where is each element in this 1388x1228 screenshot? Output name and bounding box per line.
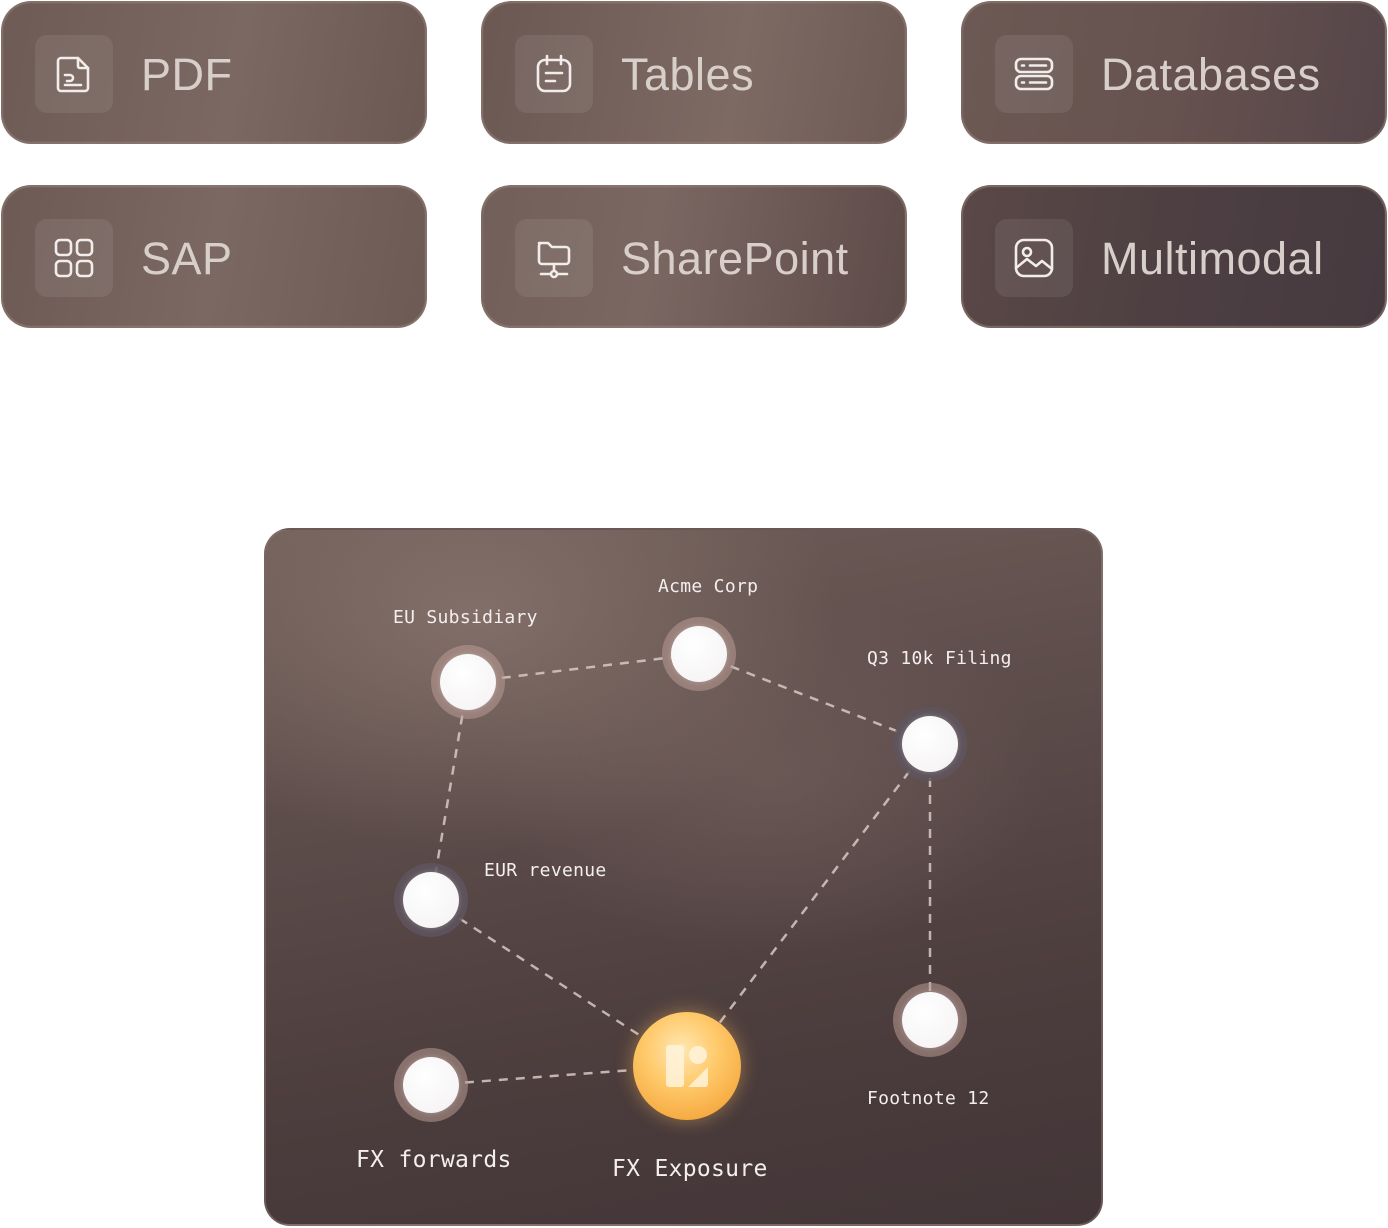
- graph-node-q3-filing[interactable]: [893, 707, 967, 781]
- node-label-eur-revenue: EUR revenue: [484, 860, 607, 881]
- knowledge-graph-panel: EU Subsidiary Acme Corp Q3 10k Filing EU…: [264, 528, 1103, 1226]
- graph-edge-acme-corp-q3-filing: [698, 652, 931, 746]
- source-label: Multimodal: [1101, 233, 1324, 284]
- graph-edge-fx-forwards-fx-exposure: [430, 1064, 688, 1087]
- graph-node-acme-corp[interactable]: [662, 617, 736, 691]
- node-label-q3-filing: Q3 10k Filing: [867, 648, 1012, 669]
- graph-node-fx-forwards[interactable]: [394, 1048, 468, 1122]
- graph-node-eur-revenue[interactable]: [394, 863, 468, 937]
- source-tile-sap[interactable]: SAP: [1, 185, 427, 328]
- grid-icon: [35, 219, 113, 297]
- clipboard-icon: [515, 35, 593, 113]
- source-label: SAP: [141, 233, 233, 284]
- source-label: Tables: [621, 49, 755, 100]
- folder-network-icon: [515, 219, 593, 297]
- node-label-eu-subsidiary: EU Subsidiary: [393, 607, 538, 628]
- image-icon: [995, 219, 1073, 297]
- node-label-acme-corp: Acme Corp: [658, 576, 759, 597]
- node-label-fx-exposure: FX Exposure: [612, 1156, 768, 1182]
- graph-node-eu-subsidiary[interactable]: [431, 645, 505, 719]
- source-tile-multimodal[interactable]: Multimodal: [961, 185, 1387, 328]
- source-tile-tables[interactable]: Tables: [481, 1, 907, 144]
- source-label: Databases: [1101, 49, 1321, 100]
- source-tile-pdf[interactable]: PDF: [1, 1, 427, 144]
- source-label: PDF: [141, 49, 233, 100]
- source-tile-databases[interactable]: Databases: [961, 1, 1387, 144]
- node-label-footnote-12: Footnote 12: [867, 1088, 990, 1109]
- document-icon: [35, 35, 113, 113]
- source-tile-sharepoint[interactable]: SharePoint: [481, 185, 907, 328]
- graph-edge-eu-subsidiary-acme-corp: [467, 652, 700, 684]
- node-label-fx-forwards: FX forwards: [356, 1147, 512, 1173]
- graph-node-fx-exposure[interactable]: [633, 1012, 741, 1120]
- logo-icon: [666, 1045, 708, 1087]
- graph-node-footnote-12[interactable]: [893, 983, 967, 1057]
- server-icon: [995, 35, 1073, 113]
- source-label: SharePoint: [621, 233, 849, 284]
